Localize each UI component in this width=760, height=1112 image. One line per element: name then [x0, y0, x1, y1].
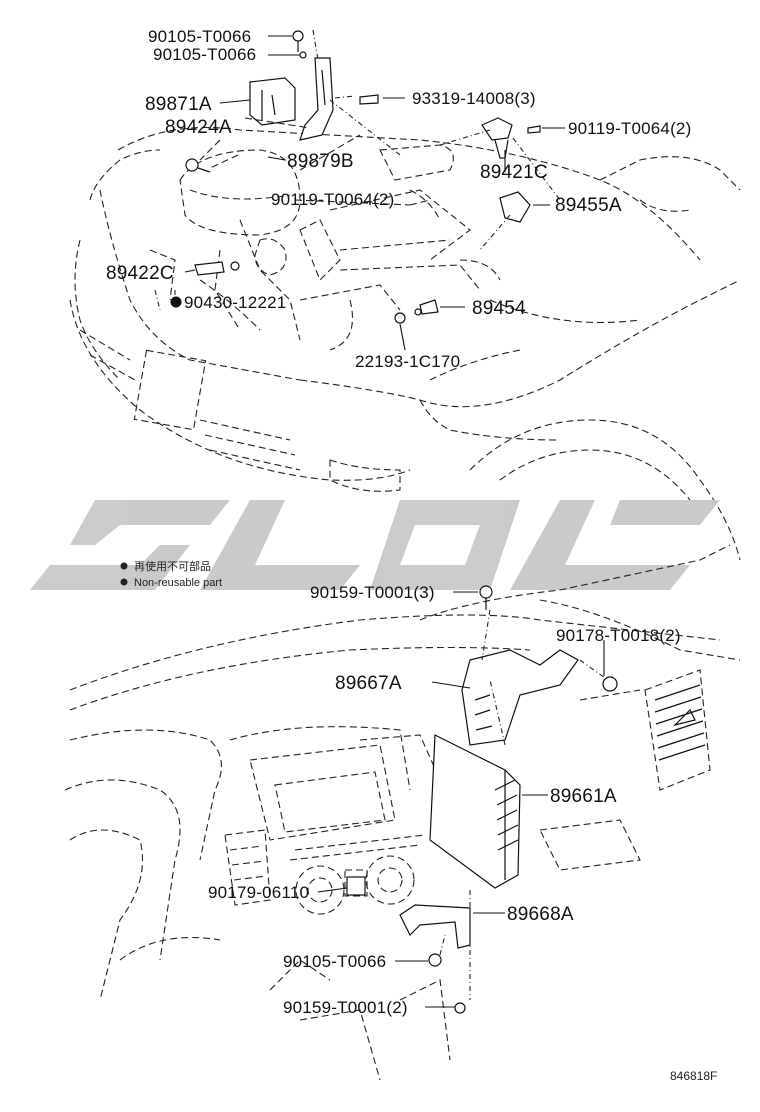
non-reusable-marker	[170, 296, 182, 308]
part-number-label[interactable]: 89871A	[145, 94, 212, 115]
part-number-label[interactable]: 90105-T0066	[153, 45, 256, 64]
part-number-label[interactable]: 90430-12221	[184, 293, 286, 312]
legend-jp: 再使用不可部品	[134, 559, 211, 573]
part-number-label[interactable]: 89422C	[106, 263, 174, 284]
vehicle-front-illustration	[69, 126, 741, 561]
part-number-label[interactable]: 89421C	[480, 162, 548, 183]
part-number-label[interactable]: 90178-T0018(2)	[556, 626, 681, 645]
legend-en: Non-reusable part	[134, 577, 222, 589]
part-number-label[interactable]: 93319-14008(3)	[412, 89, 536, 108]
engine-part-labels: 90105-T0066 90105-T0066 89871A 93319-140…	[106, 27, 691, 371]
dash-part-labels: 90159-T0001(3) 90178-T0018(2) 89667A 896…	[208, 583, 681, 1017]
part-number-label[interactable]: 89454	[472, 298, 526, 319]
dashboard-illustration	[64, 544, 741, 1081]
engine-leader-lines	[154, 29, 565, 351]
legend: 再使用不可部品 Non-reusable part	[120, 559, 222, 589]
part-number-label[interactable]: 90105-T0066	[283, 952, 386, 971]
diagram-code: 846818F	[670, 1069, 717, 1083]
part-number-label[interactable]: 89455A	[555, 195, 622, 216]
part-number-label[interactable]: 89668A	[507, 904, 574, 925]
dash-leader-lines	[317, 591, 606, 1008]
engine-components	[185, 30, 541, 324]
part-number-label[interactable]: 22193-1C170	[355, 352, 460, 371]
watermark	[30, 500, 720, 590]
part-number-label[interactable]: 90105-T0066	[148, 27, 251, 46]
part-number-label[interactable]: 89667A	[335, 673, 402, 694]
part-number-label[interactable]: 89661A	[550, 786, 617, 807]
part-number-label[interactable]: 89879B	[287, 151, 354, 172]
part-number-label[interactable]: 90159-T0001(2)	[283, 998, 408, 1017]
part-number-label[interactable]: 89424A	[165, 117, 232, 138]
part-number-label[interactable]: 90119-T0064(2)	[568, 119, 691, 138]
dashboard-components	[346, 585, 618, 1014]
part-number-label[interactable]: 90119-T0064(2)	[271, 190, 394, 209]
part-number-label[interactable]: 90179-06110	[208, 883, 309, 902]
part-number-label[interactable]: 90159-T0001(3)	[310, 583, 435, 602]
